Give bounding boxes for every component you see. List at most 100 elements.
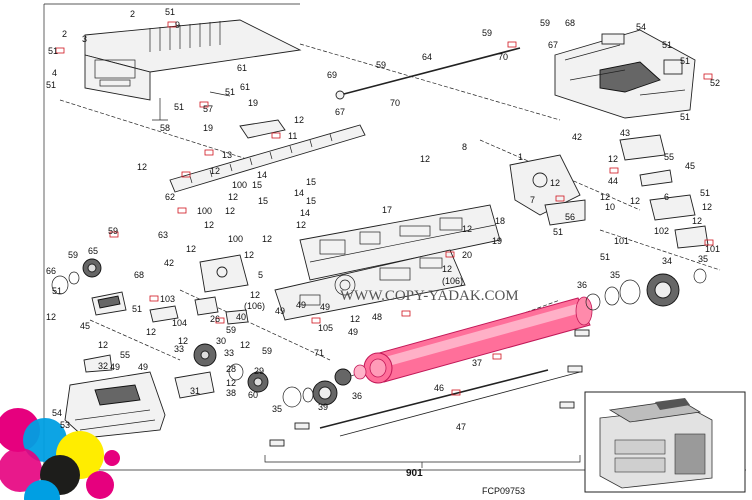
label-15: 15 [306,177,316,187]
label-29: 29 [254,366,264,376]
label-61: 61 [237,63,247,73]
sensor-bracket-left [91,291,127,316]
label-49: 49 [138,362,148,372]
figure-code: FCP09753 [482,486,525,496]
label-1: 1 [518,152,523,162]
label-49: 49 [320,302,330,312]
label-65: 65 [88,246,98,256]
label-14: 14 [294,188,304,198]
label-12: 12 [204,220,214,230]
label-51: 51 [553,227,563,237]
rod-47 [339,371,581,437]
label-14: 14 [257,170,267,180]
label-32: 32 [98,361,108,371]
label-39: 39 [318,402,328,412]
copier-machine-icon [599,398,713,489]
gear-cluster-33 [174,343,269,399]
label-102: 102 [654,226,669,236]
label-103: 103 [160,294,175,304]
label-51: 51 [662,40,672,50]
label-15: 15 [306,196,316,206]
label-12: 12 [420,154,430,164]
label-12: 12 [226,378,236,388]
label-12: 12 [630,196,640,206]
gear-65 [51,258,102,295]
label-19: 19 [492,236,502,246]
rear-frame-top-left [84,19,302,101]
label-37: 37 [472,358,482,368]
label-55: 55 [120,350,130,360]
label-53: 53 [60,420,70,430]
label-33: 33 [174,344,184,354]
label-60: 60 [248,390,258,400]
label-7: 7 [530,195,535,205]
label-12: 12 [210,166,220,176]
label-17: 17 [382,205,392,215]
label-68: 68 [134,270,144,280]
circuit-board-17 [299,204,501,281]
label-35: 35 [272,404,282,414]
label-105: 105 [318,323,333,333]
label-12: 12 [228,192,238,202]
circuit-board-20 [274,249,466,321]
label-51: 51 [700,188,710,198]
label-54: 54 [52,408,62,418]
label-15: 15 [258,196,268,206]
label-59: 59 [226,325,236,335]
label-66: 66 [46,266,56,276]
label-35: 35 [698,254,708,264]
label-58: 58 [160,123,170,133]
label-12: 12 [262,234,272,244]
label-71: 71 [314,348,324,358]
label-51: 51 [680,56,690,66]
red-callouts [55,21,714,396]
label-40: 40 [236,312,246,322]
label-12: 12 [692,216,702,226]
label-12: 12 [178,336,188,346]
label-45: 45 [685,161,695,171]
rail-13 [169,124,366,193]
label-67: 67 [335,107,345,117]
fuser-roller-37 [353,296,593,384]
label-59: 59 [482,28,492,38]
label-62: 62 [165,192,175,202]
label-2: 2 [130,9,135,19]
label-28: 28 [226,364,236,374]
label-101: 101 [614,236,629,246]
label-31: 31 [190,386,200,396]
label-12: 12 [250,290,260,300]
label-13: 13 [222,150,232,160]
label-10: 10 [605,202,615,212]
label-14: 14 [300,208,310,218]
label-12: 12 [225,206,235,216]
label-51: 51 [52,286,62,296]
label-51: 51 [48,46,58,56]
side-bracket-7 [509,154,586,226]
label-19: 19 [248,98,258,108]
label-12: 12 [462,224,472,234]
label-19: 19 [203,123,213,133]
label-901: 901 [406,468,423,479]
label-104: 104 [172,318,187,328]
label-59: 59 [376,60,386,70]
label-15: 15 [252,180,262,190]
label-38: 38 [226,388,236,398]
label-12: 12 [244,250,254,260]
label-12: 12 [296,220,306,230]
label-57: 57 [203,104,213,114]
small-brackets-top-left [152,91,286,139]
label-49: 49 [296,300,306,310]
label-63: 63 [158,230,168,240]
small-parts-bottom [269,329,590,447]
label-100: 100 [232,180,247,190]
label-11: 11 [288,131,297,141]
drive-unit-top-right [554,29,696,119]
label-59: 59 [540,18,550,28]
label-49: 49 [110,362,120,372]
label-47: 47 [456,422,466,432]
label-36: 36 [352,391,362,401]
label-12: 12 [294,115,304,125]
label-46: 46 [434,383,444,393]
bearing-36-right [585,293,601,311]
